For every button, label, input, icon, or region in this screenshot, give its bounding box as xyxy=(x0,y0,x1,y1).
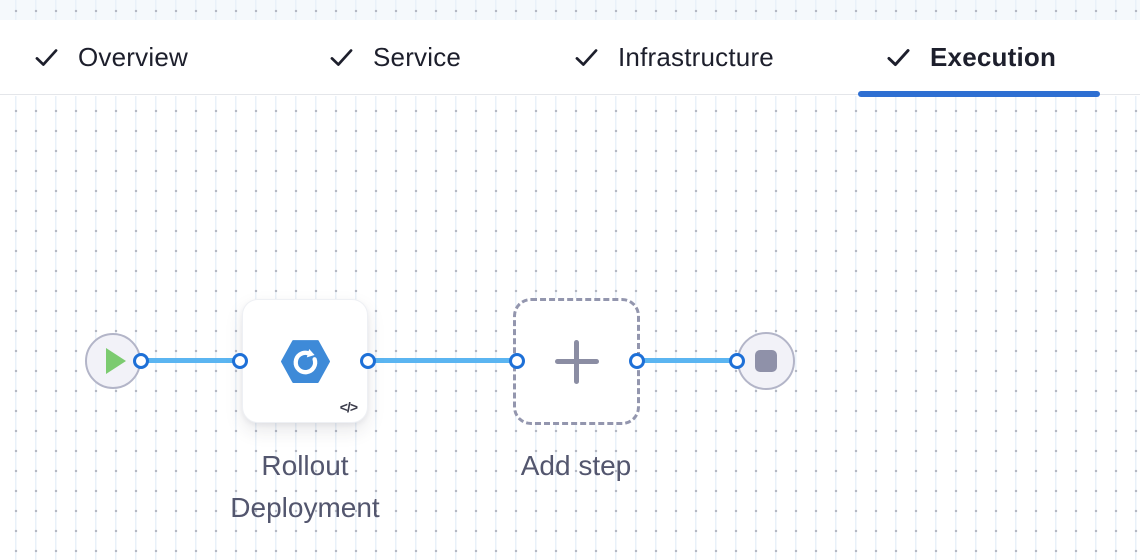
port-addstep-out[interactable] xyxy=(629,353,645,369)
tab-overview[interactable]: Overview xyxy=(33,20,188,95)
check-icon xyxy=(330,49,353,66)
tab-service-label: Service xyxy=(373,42,462,72)
port-rollout-in[interactable] xyxy=(232,353,248,369)
step-node-rollout-deployment[interactable]: </> xyxy=(242,299,368,423)
edge-rollout-to-addstep xyxy=(368,358,517,363)
tab-execution-label: Execution xyxy=(930,42,1057,72)
port-end-in[interactable] xyxy=(729,353,745,369)
tab-overview-label: Overview xyxy=(78,42,188,72)
port-start-out[interactable] xyxy=(133,353,149,369)
plus-icon xyxy=(554,339,599,384)
check-icon xyxy=(887,49,910,67)
step-label-add-step: Add step xyxy=(520,450,632,481)
check-icon xyxy=(35,49,58,66)
tab-infrastructure[interactable]: Infrastructure xyxy=(573,20,774,95)
start-node xyxy=(85,333,141,389)
tab-execution[interactable]: Execution xyxy=(885,20,1056,95)
tab-service[interactable]: Service xyxy=(328,20,461,95)
tab-infrastructure-label: Infrastructure xyxy=(618,42,774,72)
play-icon xyxy=(106,348,126,374)
edge-addstep-to-end xyxy=(637,358,737,363)
add-step-node[interactable] xyxy=(513,298,640,425)
edge-start-to-rollout xyxy=(141,358,240,363)
port-addstep-in[interactable] xyxy=(509,353,525,369)
active-tab-indicator xyxy=(858,91,1100,97)
code-badge-icon: </> xyxy=(339,399,358,415)
pipeline-canvas[interactable]: </> Rollout Deployment Add step xyxy=(0,96,1140,560)
check-icon xyxy=(575,49,598,66)
port-rollout-out[interactable] xyxy=(360,353,376,369)
stage-tabbar: Overview Service Infrastructure Executio… xyxy=(0,20,1140,97)
canvas-top-strip xyxy=(0,0,1140,20)
step-label-rollout-deployment: Rollout Deployment xyxy=(230,450,380,523)
stop-icon xyxy=(755,350,777,372)
end-node xyxy=(737,332,795,390)
k8s-rollout-deployment-icon xyxy=(280,339,330,383)
